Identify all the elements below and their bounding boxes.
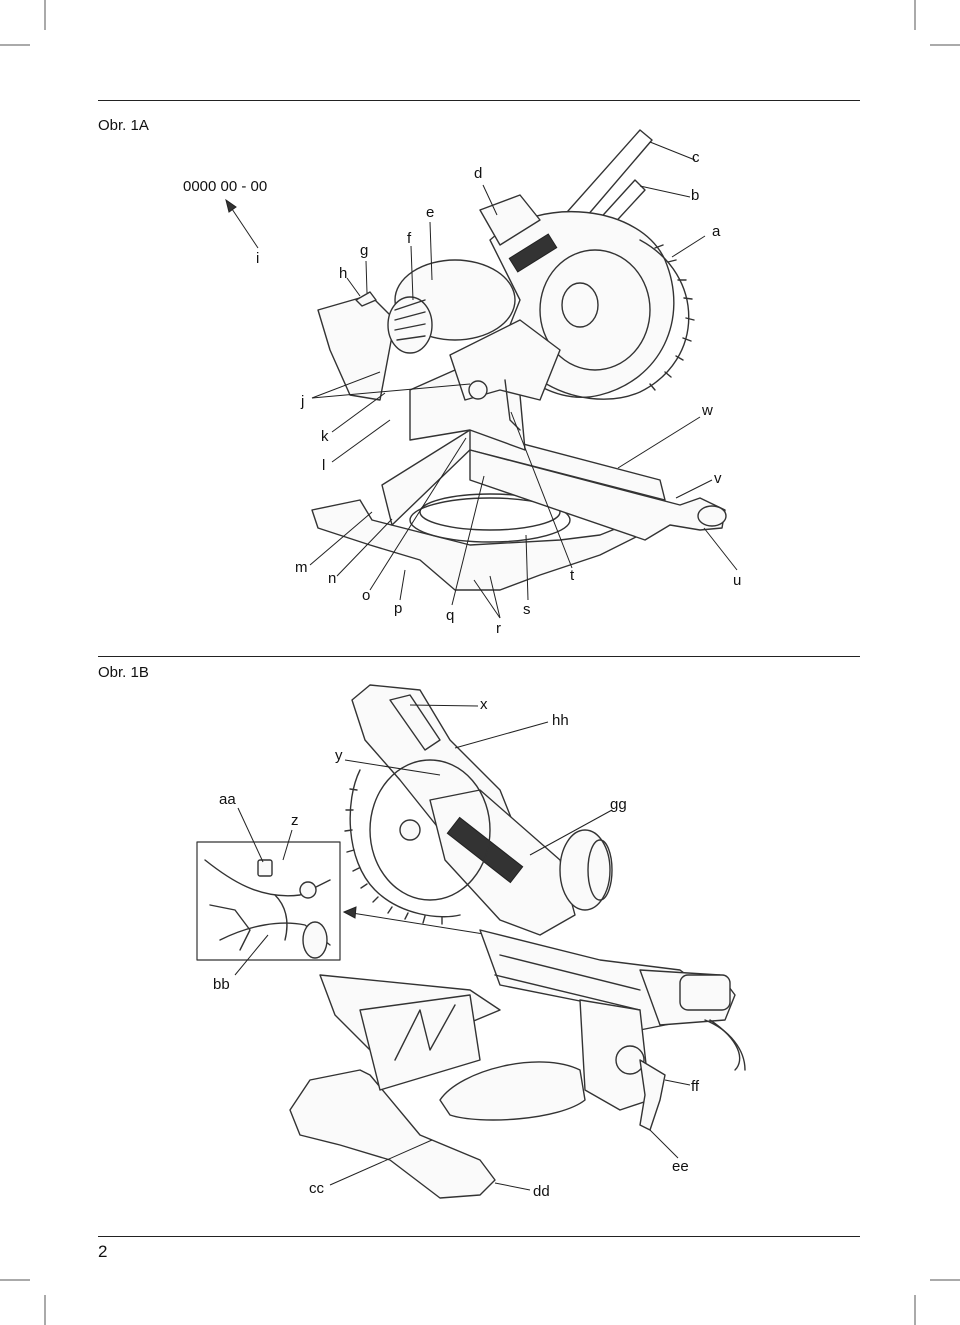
figure-1b-illustration [196,684,746,1199]
label-f: f [407,230,412,247]
label-c: c [692,149,700,166]
label-z: z [291,812,299,829]
label-t: t [570,567,575,584]
label-hh: hh [552,712,569,729]
label-k: k [321,428,329,445]
label-m: m [295,559,308,576]
label-y: y [335,747,343,764]
label-ff: ff [691,1078,700,1095]
label-j: j [301,393,305,410]
top-rule [98,100,860,101]
label-n: n [328,570,337,587]
label-i: i [256,250,260,267]
label-d: d [474,165,483,182]
label-o: o [362,587,371,604]
label-s: s [523,601,531,618]
label-bb: bb [213,976,230,993]
figure-1b-title: Obr. 1B [98,664,149,681]
label-g: g [360,242,369,259]
label-w: w [702,402,713,419]
bottom-rule [98,1236,860,1237]
figure-1a-illustration [225,129,738,619]
label-dd: dd [533,1183,550,1200]
label-q: q [446,607,455,624]
label-h: h [339,265,348,282]
label-ee: ee [672,1158,689,1175]
page-number: 2 [98,1242,108,1261]
label-p: p [394,600,403,617]
figure-1a-title: Obr. 1A [98,117,149,134]
label-l: l [322,457,326,474]
serial-number: 0000 00 - 00 [183,178,268,195]
label-e: e [426,204,435,221]
label-x: x [480,696,488,713]
label-u: u [733,572,742,589]
middle-rule [98,656,860,657]
label-v: v [714,470,722,487]
label-cc: cc [309,1180,324,1197]
label-b: b [691,187,700,204]
label-r: r [496,620,501,637]
label-aa: aa [219,791,236,808]
label-a: a [712,223,721,240]
label-gg: gg [610,796,627,813]
